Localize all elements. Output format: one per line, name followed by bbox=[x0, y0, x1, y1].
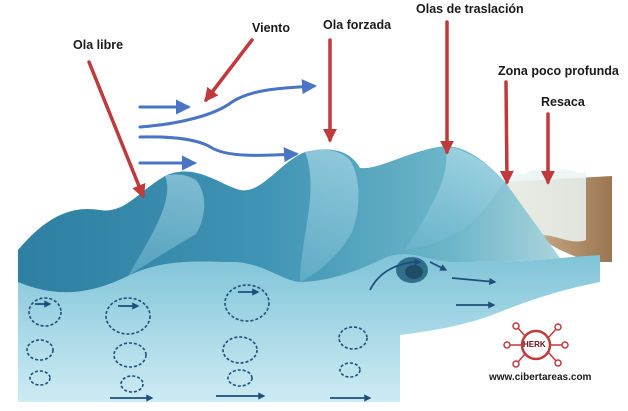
logo-mark bbox=[503, 322, 569, 368]
pointer-viento bbox=[204, 38, 254, 103]
pointer-zona-poco-profunda bbox=[499, 80, 514, 185]
label-ola-libre: Ola libre bbox=[73, 38, 124, 52]
wave-face-1 bbox=[128, 174, 205, 276]
label-resaca: Resaca bbox=[541, 95, 585, 109]
wave-face-2 bbox=[300, 149, 359, 282]
label-olas-traslacion: Olas de traslación bbox=[416, 2, 524, 16]
label-viento: Viento bbox=[252, 21, 290, 35]
wind-arrows bbox=[138, 79, 317, 171]
flow-arrows bbox=[35, 258, 497, 402]
label-zona-poco-profunda: Zona poco profunda bbox=[498, 64, 619, 78]
orbital-circles bbox=[26, 284, 368, 393]
label-ola-forzada: Ola forzada bbox=[323, 18, 392, 32]
pointer-arrows bbox=[87, 20, 555, 199]
website-url: www.cibertareas.com bbox=[489, 372, 592, 383]
pointer-ola-libre bbox=[87, 60, 146, 199]
logo-text: HERK bbox=[523, 340, 546, 349]
wave-face-3 bbox=[405, 146, 505, 250]
water-cross-section bbox=[18, 254, 600, 402]
